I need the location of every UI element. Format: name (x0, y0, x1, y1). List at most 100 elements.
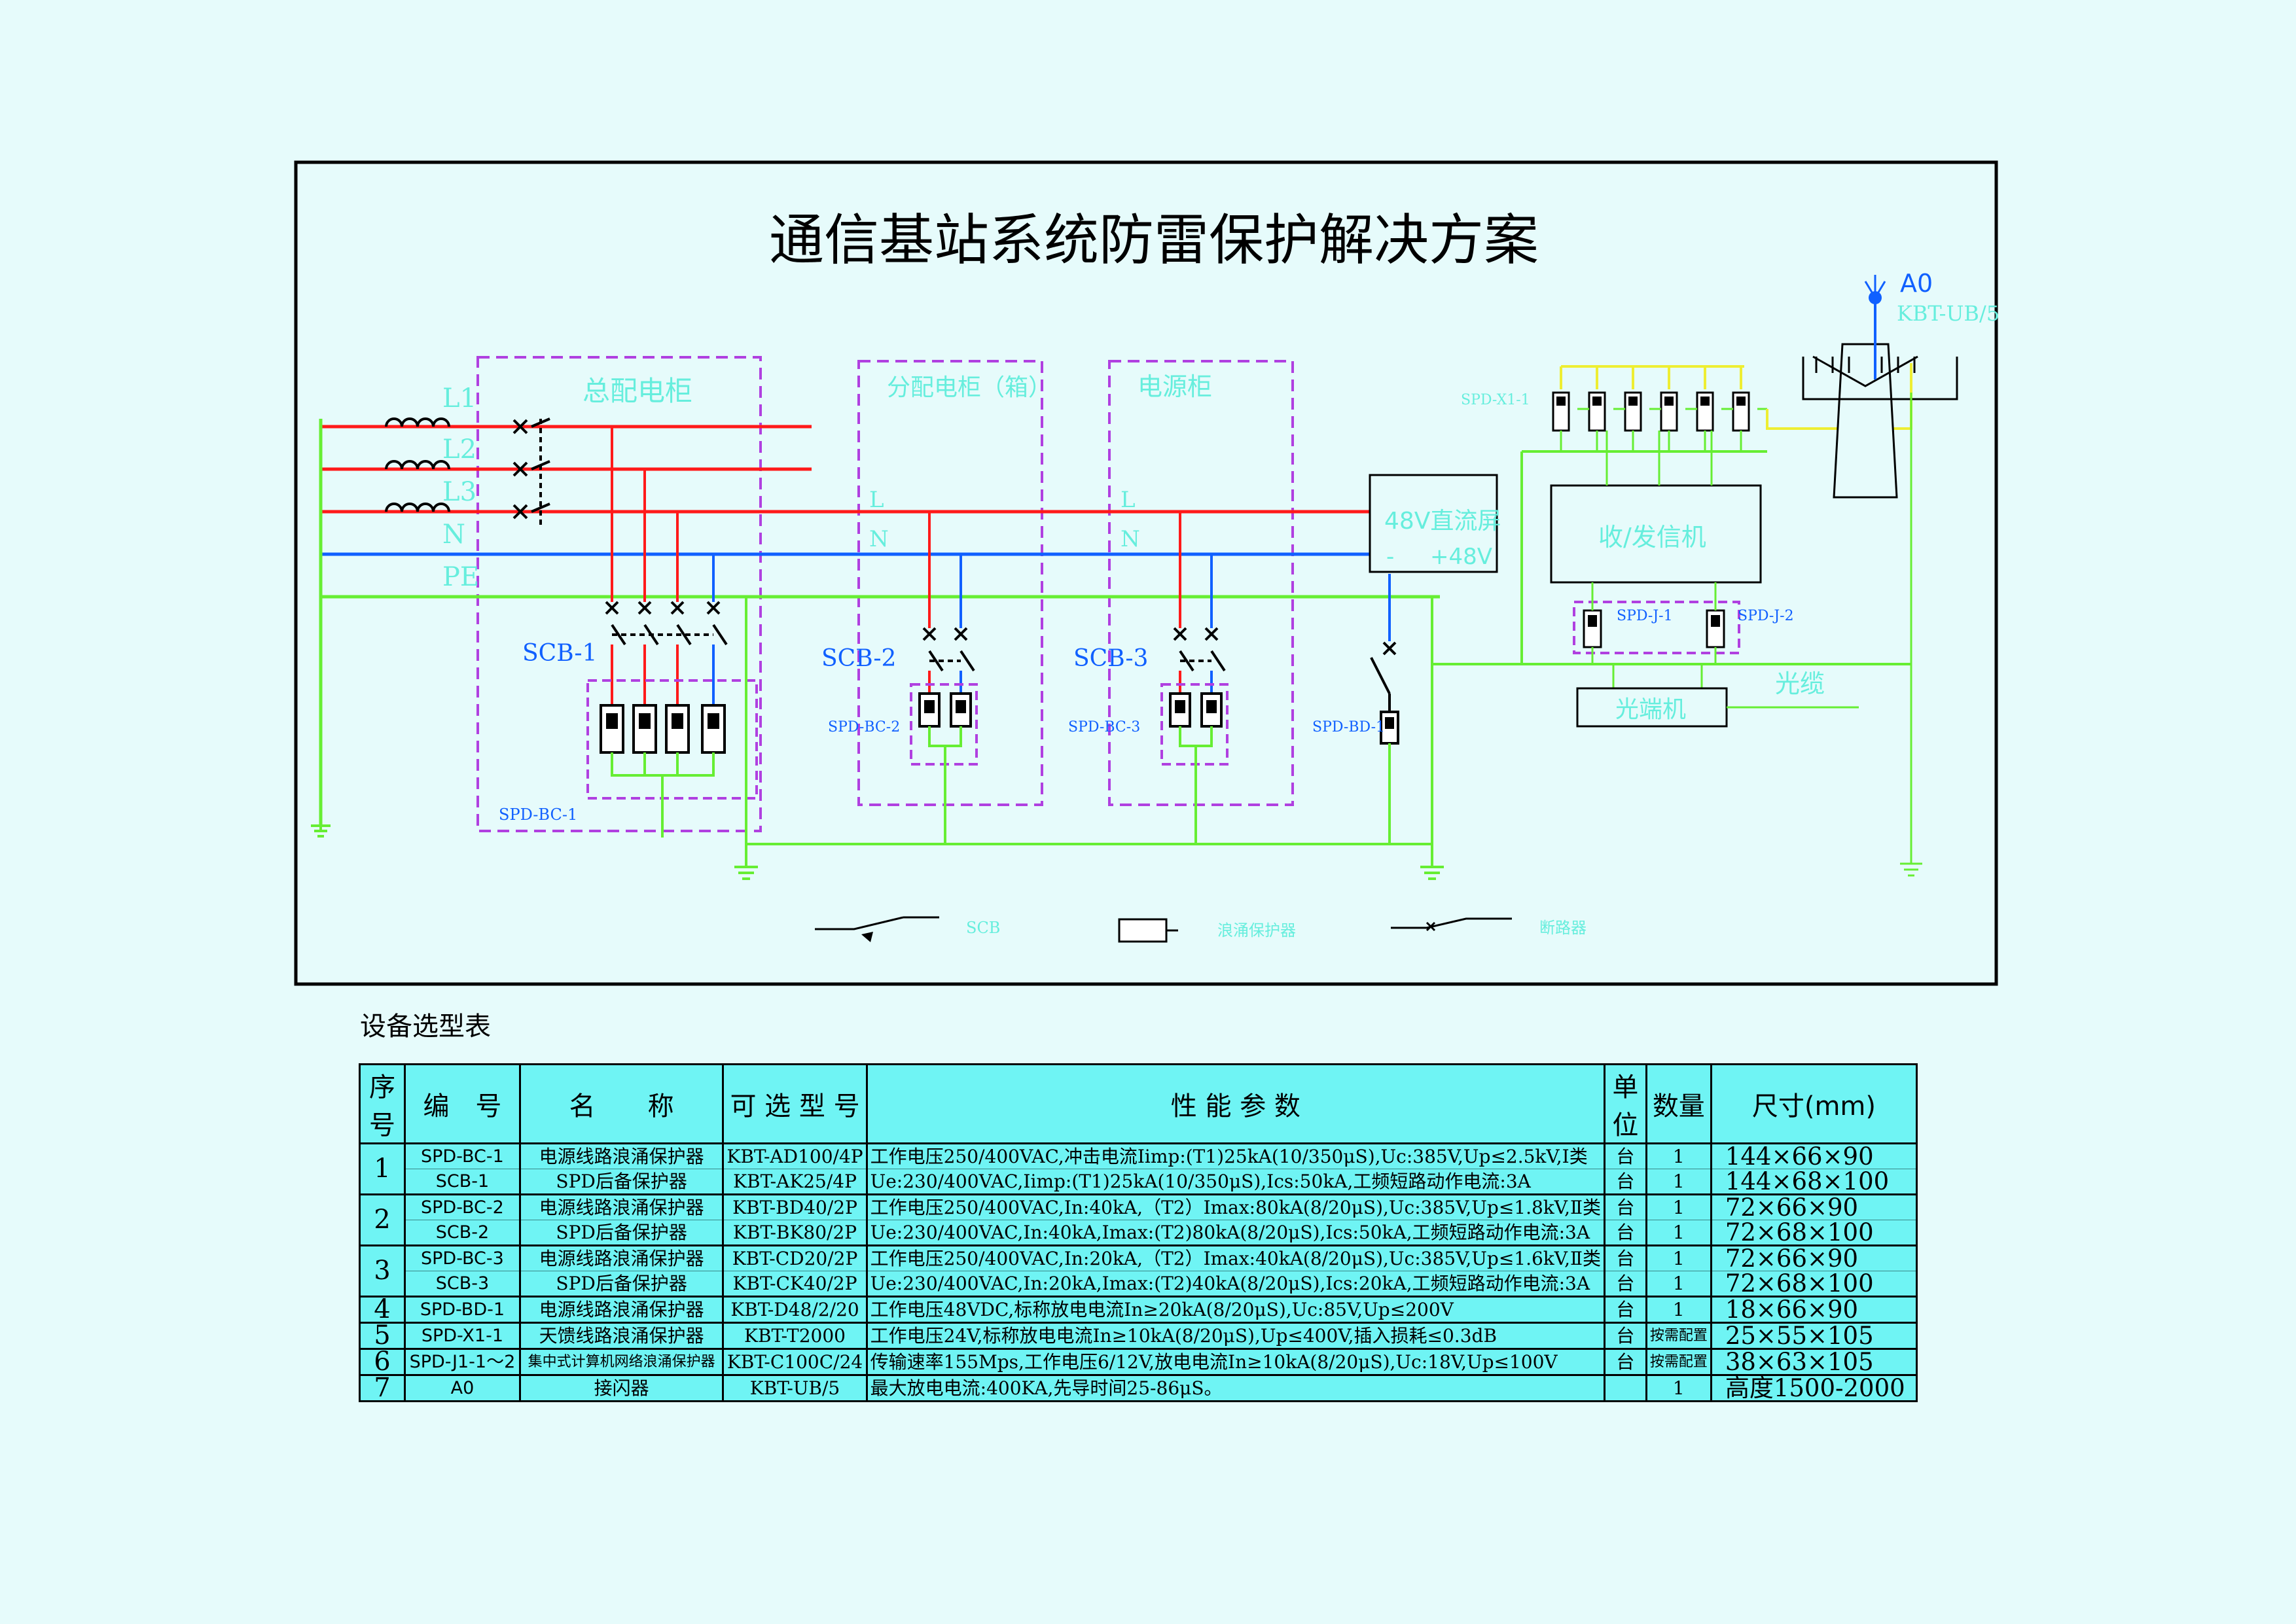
cell-code: A0 (404, 1375, 521, 1402)
main-cabinet-box (476, 356, 762, 832)
col-index-header: 序号 (359, 1063, 406, 1144)
cell-code: SPD-BC-3 (404, 1245, 521, 1271)
dc-minus-label: - (1386, 544, 1394, 570)
spd-j1-label: SPD-J-1 (1617, 608, 1673, 624)
cell-model: KBT-AK25/4P (722, 1169, 868, 1195)
col-unit-header: 单位 (1604, 1063, 1647, 1144)
cell-size: 72×68×100 (1710, 1271, 1918, 1297)
table-caption: 设备选型表 (360, 1012, 491, 1042)
l1-label: L1 (442, 383, 476, 414)
cell-unit (1604, 1375, 1647, 1402)
transceiver-label: 收/发信机 (1598, 523, 1706, 552)
spd-bc3-label: SPD-BC-3 (1068, 719, 1140, 735)
cell-index: 4 (359, 1296, 406, 1324)
legend-scb: SCB (966, 919, 1000, 937)
line-labels: L1 L2 L3 N PE L N L N (442, 383, 1140, 592)
a0-label: A0 (1900, 269, 1933, 298)
diagram-title: 通信基站系统防雷保护解决方案 (769, 208, 1539, 272)
sub-l-label: L (869, 487, 884, 513)
cell-model: KBT-UB/5 (722, 1375, 868, 1402)
pow-n-label: N (1121, 526, 1140, 552)
cell-code: SPD-BC-1 (404, 1143, 521, 1169)
cell-model: KBT-D48/2/20 (722, 1296, 868, 1324)
cell-model: KBT-CD20/2P (722, 1245, 868, 1271)
col-spec-header: 性 能 参 数 (865, 1063, 1606, 1144)
n-label: N (442, 520, 465, 550)
cell-name: SPD后备保护器 (518, 1169, 725, 1195)
scb2-label: SCB-2 (821, 645, 896, 672)
cell-size: 72×68×100 (1710, 1220, 1918, 1246)
cell-unit: 台 (1604, 1245, 1647, 1271)
cell-qty: 1 (1645, 1296, 1712, 1324)
cell-spec: Ue:230/400VAC,In:40kA,Imax:(T2)80kA(8/20… (865, 1220, 1606, 1246)
cell-unit: 台 (1604, 1194, 1647, 1220)
cell-code: SPD-X1-1 (404, 1322, 521, 1350)
cell-size: 144×66×90 (1710, 1143, 1918, 1169)
cell-qty: 按需配置 (1645, 1322, 1712, 1350)
cell-size: 高度1500-2000 (1710, 1375, 1918, 1402)
main-cabinet-label: 总配电柜 (583, 375, 692, 407)
cell-qty: 1 (1645, 1271, 1712, 1297)
transceiver-box (1550, 484, 1762, 584)
cell-index: 2 (359, 1194, 406, 1246)
fiber-label: 光缆 (1775, 669, 1825, 698)
cell-qty: 1 (1645, 1169, 1712, 1195)
l3-label: L3 (442, 477, 476, 507)
cell-spec: Ue:230/400VAC,In:20kA,Imax:(T2)40kA(8/20… (865, 1271, 1606, 1297)
cell-code: SCB-2 (404, 1220, 521, 1246)
cell-unit: 台 (1604, 1143, 1647, 1169)
sub-cabinet-label: 分配电柜（箱） (887, 374, 1052, 401)
cell-spec: Ue:230/400VAC,Iimp:(T1)25kA(10/350μS),Ic… (865, 1169, 1606, 1195)
cell-qty: 1 (1645, 1220, 1712, 1246)
col-qty-header: 数量 (1645, 1063, 1712, 1144)
col-name-header: 名 称 (518, 1063, 725, 1144)
cell-code: SPD-BD-1 (404, 1296, 521, 1324)
col-size-header: 尺寸(mm) (1710, 1063, 1918, 1144)
sub-cabinet-box (857, 360, 1043, 806)
cell-model: KBT-C100C/24 (722, 1349, 868, 1376)
dc-screen-box (1369, 474, 1498, 573)
cell-size: 72×66×90 (1710, 1194, 1918, 1220)
cell-index: 6 (359, 1349, 406, 1376)
inductor-icon (385, 417, 450, 512)
cell-unit: 台 (1604, 1322, 1647, 1350)
cell-model: KBT-BD40/2P (722, 1194, 868, 1220)
cell-index: 1 (359, 1143, 406, 1195)
spd-bc1-label: SPD-BC-1 (499, 805, 577, 824)
cell-code: SPD-BC-2 (404, 1194, 521, 1220)
cell-size: 144×68×100 (1710, 1169, 1918, 1195)
cell-size: 18×66×90 (1710, 1296, 1918, 1324)
dc-screen-label: 48V直流屏 (1384, 508, 1501, 535)
col-model-header: 可 选 型 号 (722, 1063, 868, 1144)
cell-name: 电源线路浪涌保护器 (518, 1194, 725, 1220)
cell-name: 电源线路浪涌保护器 (518, 1296, 725, 1324)
l2-label: L2 (442, 434, 476, 465)
cell-qty: 1 (1645, 1245, 1712, 1271)
cell-code: SCB-3 (404, 1271, 521, 1297)
spd-bd1-label: SPD-BD-1 (1312, 719, 1385, 735)
cell-name: SPD后备保护器 (518, 1271, 725, 1297)
cell-index: 5 (359, 1322, 406, 1350)
spd-j2-label: SPD-J-2 (1738, 608, 1794, 624)
cell-code: SCB-1 (404, 1169, 521, 1195)
cell-model: KBT-T2000 (722, 1322, 868, 1350)
cell-code: SPD-J1-1～2 (404, 1349, 521, 1376)
cell-qty: 1 (1645, 1375, 1712, 1402)
spd-j-pair (1573, 582, 1740, 688)
col-code-header: 编 号 (404, 1063, 521, 1144)
cell-size: 38×63×105 (1710, 1349, 1918, 1376)
equipment-selection-table: 序号 编 号 名 称 可 选 型 号 性 能 参 数 单位 数量 尺寸(mm) … (359, 1063, 1918, 1402)
cell-spec: 工作电压250/400VAC,In:20kA,（T2）Imax:40kA(8/2… (865, 1245, 1606, 1271)
cell-qty: 1 (1645, 1194, 1712, 1220)
cell-spec: 最大放电电流:400KA,先导时间25-86μS。 (865, 1375, 1606, 1402)
dc-plus-label: +48V (1430, 544, 1492, 570)
